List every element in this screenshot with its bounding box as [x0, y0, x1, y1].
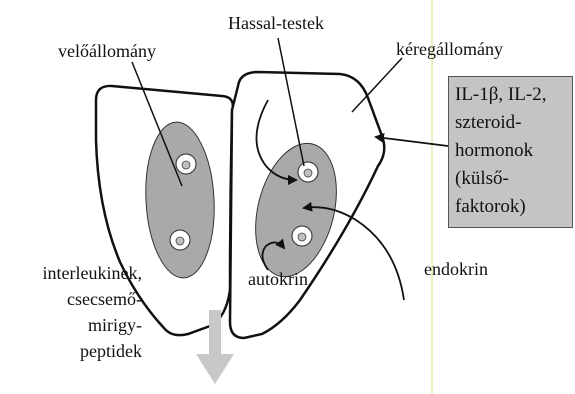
hassall-body	[170, 230, 190, 250]
cortex-label: kéregállomány	[396, 38, 503, 60]
external-factors-box: IL-1β, IL-2, szteroid- hormonok (külső- …	[448, 76, 573, 228]
hassall-body	[298, 162, 318, 182]
products-line-2: csecsemő-	[2, 288, 142, 310]
hassall-body	[176, 154, 196, 174]
products-line-3: mirigy-	[2, 314, 142, 336]
products-line-1: interleukinek,	[2, 262, 142, 284]
external-factor-arrow	[376, 137, 448, 146]
medulla-label: velőállomány	[58, 40, 156, 62]
factor-line: IL-1β, IL-2,	[455, 83, 546, 107]
factor-line: hormonok	[455, 139, 533, 163]
factor-line: (külső-	[455, 167, 509, 191]
hassall-label: Hassal-testek	[228, 12, 324, 34]
hassall-body	[292, 226, 312, 246]
endocrine-label: endokrin	[424, 258, 488, 280]
products-line-4: peptidek	[2, 340, 142, 362]
factor-line: szteroid-	[455, 111, 521, 135]
factor-line: faktorok)	[455, 195, 526, 219]
autocrine-label: autokrin	[248, 268, 308, 290]
